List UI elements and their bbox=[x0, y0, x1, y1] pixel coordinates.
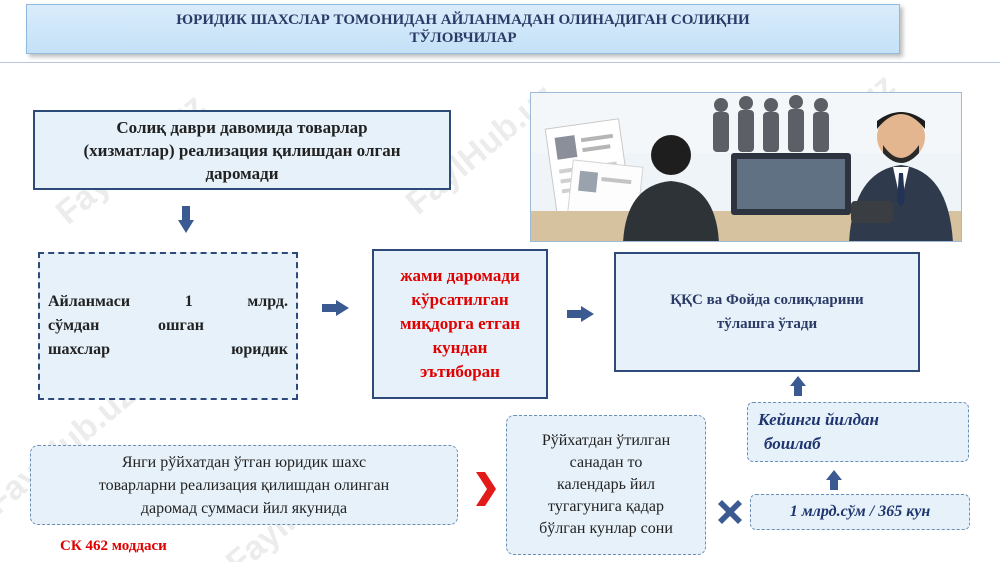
chevron-right-icon bbox=[476, 472, 496, 506]
turnover-line: шахслар юридик bbox=[48, 338, 288, 362]
days-line: санадан то bbox=[569, 454, 643, 471]
turnover-word: юридик bbox=[231, 341, 288, 358]
days-line: Рўйхатдан ўтилган bbox=[541, 432, 671, 449]
next-year-line: бошлаб bbox=[764, 434, 821, 453]
arrow-right-icon bbox=[567, 306, 594, 322]
new-entity-box: Янги рўйхатдан ўтган юридик шахс товарла… bbox=[30, 445, 458, 525]
turnover-line: сўмдан ошган bbox=[48, 314, 204, 338]
turnover-word: шахслар bbox=[48, 341, 111, 358]
threshold-line: эътиборан bbox=[420, 362, 500, 381]
turnover-word: Айланмаси bbox=[48, 293, 131, 310]
new-entity-line: товарларни реализация қилишдан олинган bbox=[98, 476, 390, 494]
divider bbox=[0, 62, 1000, 63]
arrow-up-icon bbox=[826, 470, 842, 490]
new-entity-line: Янги рўйхатдан ўтган юридик шахс bbox=[121, 453, 367, 471]
vat-line: ҚҚС ва Фойда солиқларини bbox=[670, 292, 864, 308]
days-line: тугагунига қадар bbox=[548, 498, 664, 515]
turnover-box: Айланмаси 1 млрд. сўмдан ошган шахслар ю… bbox=[38, 252, 298, 400]
office-illustration bbox=[530, 92, 962, 242]
turnover-word: сўмдан bbox=[48, 317, 100, 334]
title-line-1: ЮРИДИК ШАХСЛАР ТОМОНИДАН АЙЛАНМАДАН ОЛИН… bbox=[176, 12, 750, 28]
income-line: даромади bbox=[205, 163, 279, 183]
income-line: (хизматлар) реализация қилишдан олган bbox=[83, 140, 401, 160]
threshold-line: жами даромади bbox=[400, 266, 520, 285]
threshold-line: миқдорга етган bbox=[399, 314, 521, 333]
multiply-icon bbox=[718, 500, 742, 524]
formula-box: 1 млрд.сўм / 365 кун bbox=[750, 494, 970, 530]
new-entity-line: даромад суммаси йил якунида bbox=[140, 499, 348, 517]
turnover-word: млрд. bbox=[247, 293, 288, 310]
turnover-line: Айланмаси 1 млрд. bbox=[48, 290, 288, 314]
turnover-word: 1 bbox=[184, 293, 193, 310]
vat-profit-tax-box: ҚҚС ва Фойда солиқларини тўлашга ўтади bbox=[614, 252, 920, 372]
income-line: Солиқ даври давомида товарлар bbox=[116, 117, 368, 137]
days-line: календарь йил bbox=[556, 476, 656, 493]
formula-text: 1 млрд.сўм / 365 кун bbox=[789, 503, 931, 520]
tax-code-article: СК 462 моддаси bbox=[60, 538, 167, 554]
vat-line: тўлашга ўтади bbox=[716, 316, 818, 332]
next-year-box: Кейинги йилдан бошлаб bbox=[747, 402, 969, 462]
income-box: Солиқ даври давомида товарлар (хизматлар… bbox=[33, 110, 451, 190]
turnover-word: ошган bbox=[158, 317, 204, 334]
arrow-right-icon bbox=[322, 300, 349, 316]
arrow-up-icon bbox=[790, 376, 806, 396]
arrow-down-icon bbox=[178, 206, 194, 233]
threshold-date-box: жами даромади кўрсатилган миқдорга етган… bbox=[372, 249, 548, 399]
page-title: ЮРИДИК ШАХСЛАР ТОМОНИДАН АЙЛАНМАДАН ОЛИН… bbox=[26, 4, 900, 54]
threshold-line: кўрсатилган bbox=[411, 290, 509, 309]
title-line-2: ТЎЛОВЧИЛАР bbox=[409, 30, 517, 46]
next-year-line: Кейинги йилдан bbox=[758, 410, 879, 429]
days-count-box: Рўйхатдан ўтилган санадан то календарь й… bbox=[506, 415, 706, 555]
threshold-line: кундан bbox=[432, 338, 488, 357]
days-line: бўлган кунлар сони bbox=[539, 520, 673, 537]
